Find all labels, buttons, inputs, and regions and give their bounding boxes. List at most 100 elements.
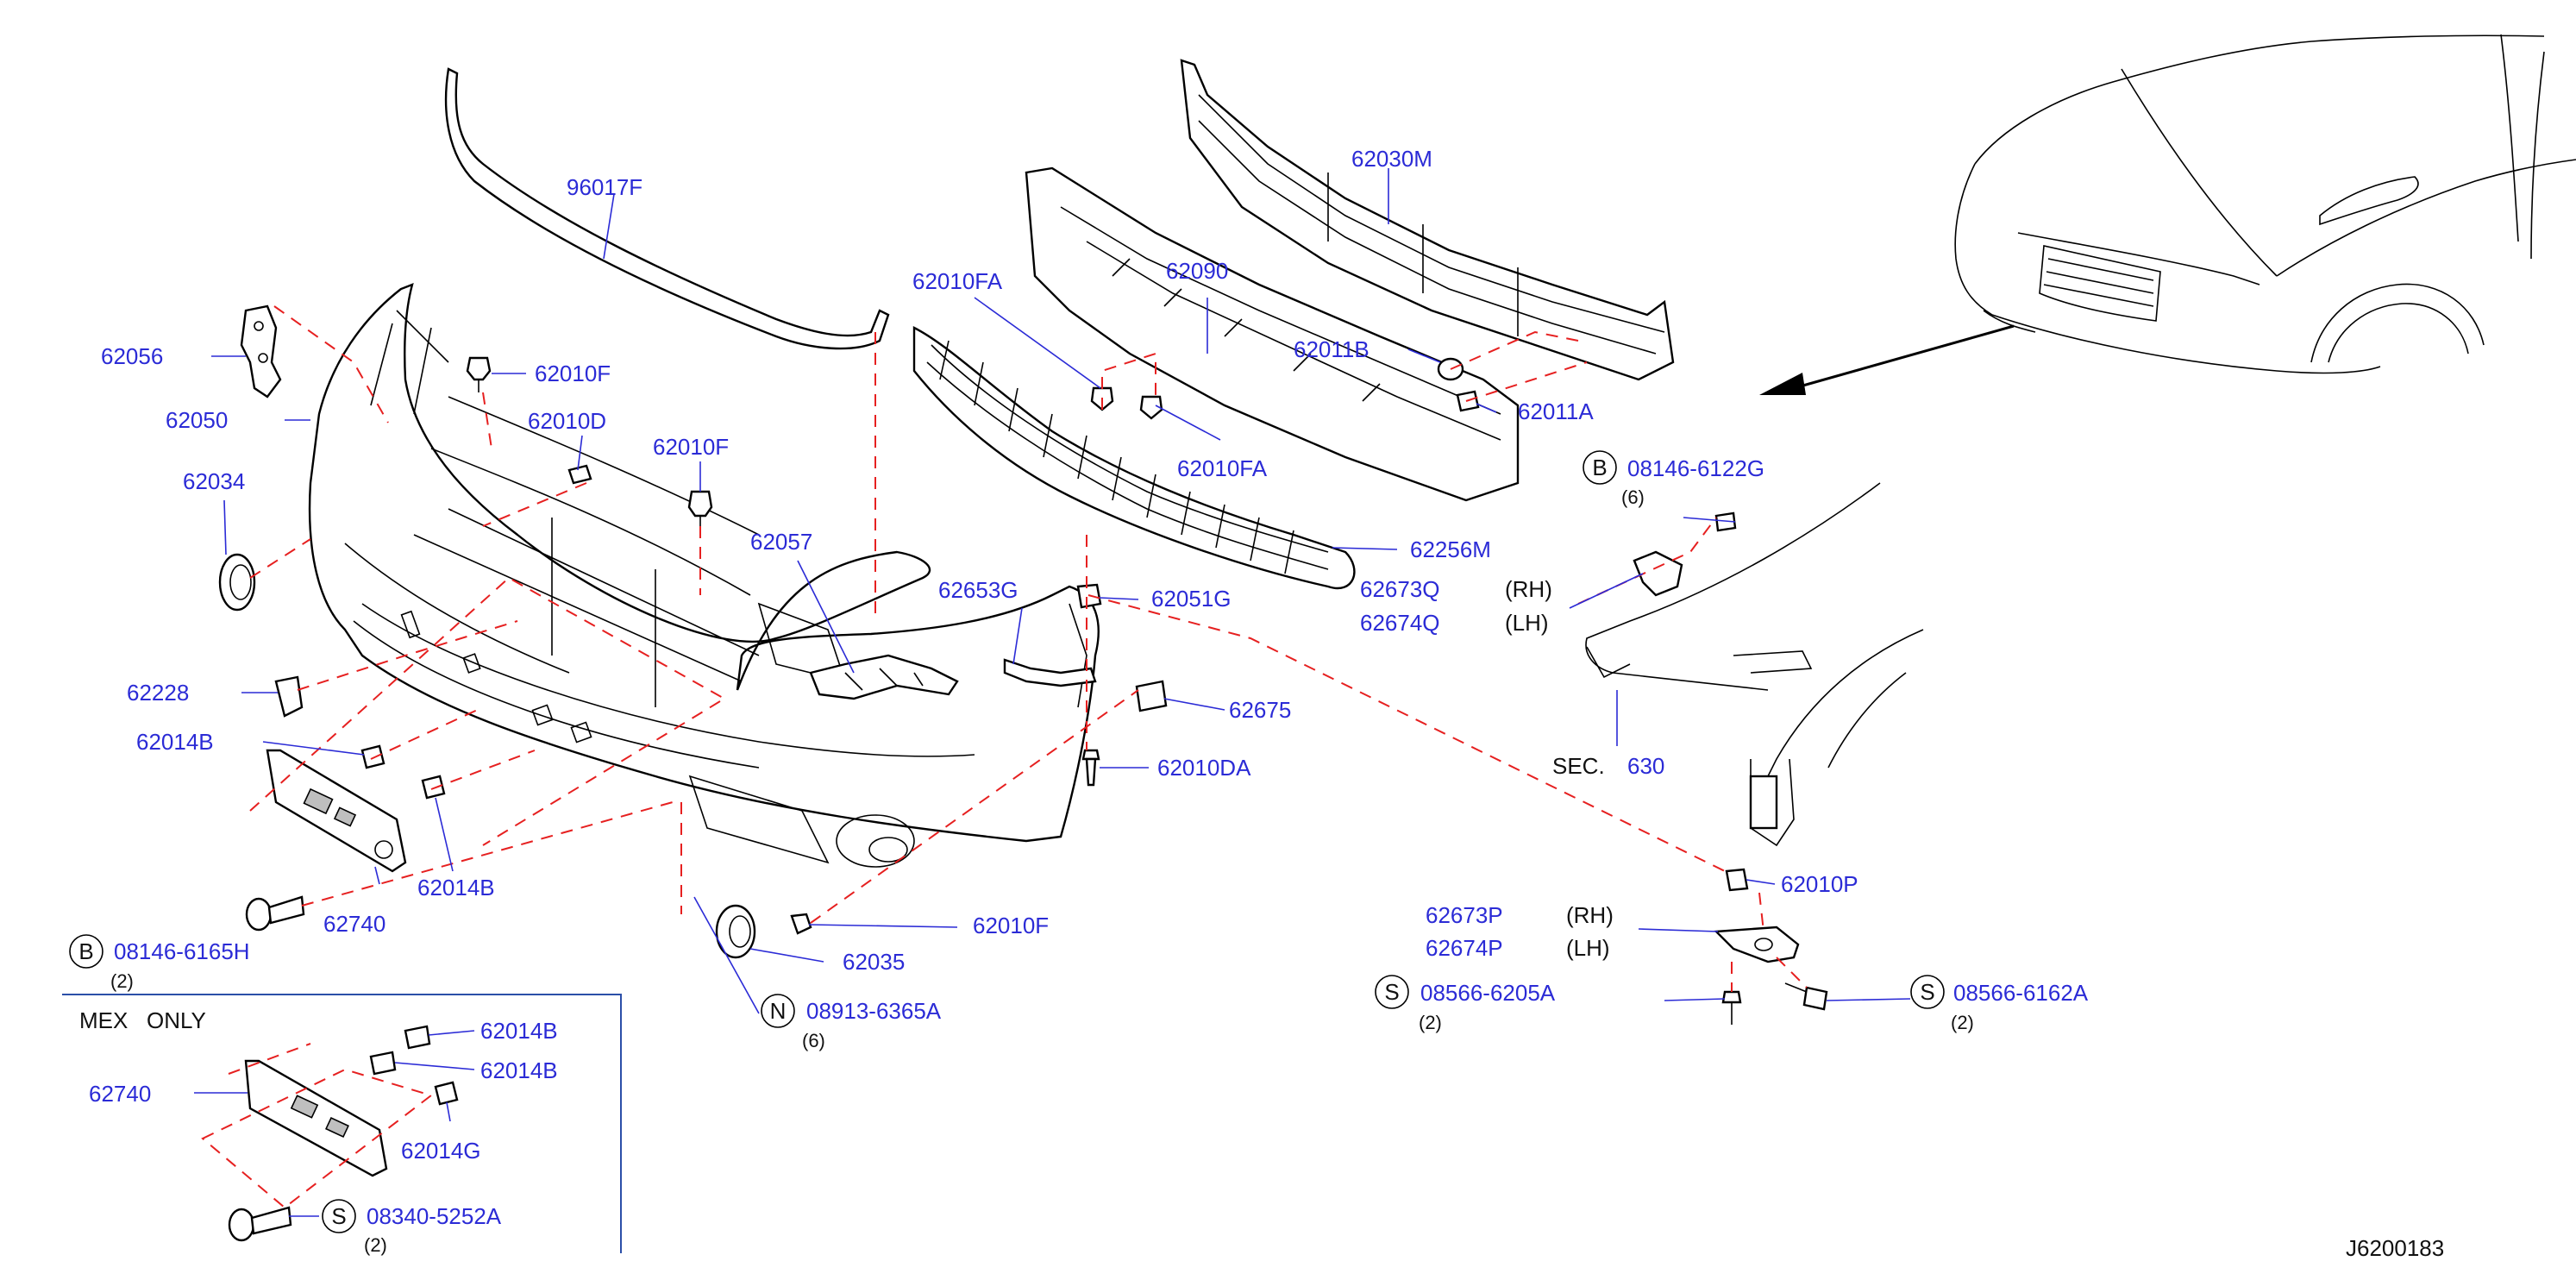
tow-hook-cover-62035 [715, 904, 756, 959]
section-number[interactable]: 630 [1627, 753, 1664, 779]
label-08146-6165H: 08146-6165H [114, 938, 250, 964]
side-seal-62653G [1003, 658, 1097, 687]
label-08340-5252A: 08340-5252A [367, 1203, 502, 1229]
clip-62014G [434, 1081, 459, 1106]
label-62010FA-a: 62010FA [912, 268, 1003, 294]
label-62051G: 62051G [1151, 586, 1232, 612]
clip-62014B-mex-a [404, 1025, 431, 1050]
clip-62010FA-b [1139, 395, 1163, 420]
label-62014B-mex-b: 62014B [480, 1057, 558, 1083]
mex-only-heading: MEX ONLY [79, 1007, 206, 1033]
label-62673Q: 62673Q [1360, 576, 1440, 602]
mex-only-frame [62, 994, 622, 1253]
screw-08566-6162A [1784, 982, 1828, 1011]
label-62010F-top: 62010F [535, 361, 611, 386]
label-62740-mex: 62740 [89, 1081, 151, 1107]
reference-arrow [1759, 324, 2015, 395]
label-62011B: 62011B [1294, 336, 1369, 362]
label-62673P: 62673P [1426, 902, 1503, 928]
qty-08146-6122G: (6) [1621, 486, 1645, 508]
side-62674Q: (LH) [1505, 610, 1549, 636]
upper-moulding [444, 67, 890, 350]
screw-symbol: S [1384, 979, 1399, 1005]
label-62740: 62740 [323, 911, 385, 937]
qty-08566-6162A: (2) [1951, 1012, 1974, 1033]
bracket-62673P [1714, 925, 1800, 963]
bolt-08146-6165H [245, 895, 305, 932]
side-62673P: (RH) [1566, 902, 1614, 928]
diagram-code: J6200183 [2346, 1235, 2444, 1261]
clip-62014B-upper [360, 744, 385, 769]
label-62674P: 62674P [1426, 935, 1503, 961]
label-62057: 62057 [750, 529, 812, 555]
bolt-symbol: B [1592, 455, 1607, 480]
side-bracket-62057 [809, 654, 959, 700]
leader-lines [194, 168, 1911, 1217]
side-62673Q: (RH) [1505, 576, 1552, 602]
vehicle-reference-drawing [1954, 34, 2576, 374]
label-62030M: 62030M [1351, 146, 1432, 172]
label-62014B-lower: 62014B [417, 875, 495, 900]
label-62675: 62675 [1229, 697, 1291, 723]
section-label: SEC. [1552, 753, 1605, 779]
label-62010P: 62010P [1781, 871, 1858, 897]
qty-08566-6205A: (2) [1419, 1012, 1442, 1033]
qty-08913-6365A: (6) [802, 1030, 825, 1051]
screw-symbol: S [331, 1203, 346, 1229]
energy-absorber [1025, 166, 1520, 502]
label-62010F-mid: 62010F [653, 434, 729, 460]
label-62035: 62035 [843, 949, 905, 975]
label-62010FA-b: 62010FA [1177, 455, 1268, 481]
alignment-lines [201, 305, 1808, 1209]
label-08913-6365A: 08913-6365A [806, 998, 942, 1024]
side-bracket-62056 [240, 304, 282, 398]
bracket-62673Q [1633, 550, 1683, 597]
clip-62010F-mid [687, 490, 713, 526]
label-62050: 62050 [166, 407, 228, 433]
label-62014G: 62014G [401, 1138, 481, 1164]
bolt-08340-5252A [228, 1206, 292, 1242]
label-62014B-mex-a: 62014B [480, 1018, 558, 1044]
bumper-reinforcement [1180, 59, 1675, 381]
screw-62010DA [1081, 749, 1100, 787]
clip-62228 [274, 675, 304, 718]
label-62674Q: 62674Q [1360, 610, 1440, 636]
nut-symbol: N [770, 998, 787, 1024]
symbol-circles: B N B S S S [69, 450, 1945, 1233]
screw-symbol: S [1920, 979, 1934, 1005]
fender-section-630 [1585, 482, 1924, 847]
label-62011A: 62011A [1518, 398, 1594, 424]
clip-62010F-bottom [790, 913, 812, 935]
part-labels: 96017F 62056 62050 62034 62010F 62010D 6… [79, 146, 2444, 1261]
label-62653G: 62653G [938, 577, 1018, 603]
bolt-symbol: B [78, 938, 93, 964]
qty-08340-5252A: (2) [364, 1234, 387, 1256]
label-62090: 62090 [1166, 258, 1228, 284]
bracket-62675 [1135, 680, 1168, 712]
front-bumper-fascia [308, 283, 1100, 868]
license-plate-bracket [266, 749, 407, 873]
tow-hook-cover-62034 [218, 553, 256, 612]
screw-08566-6205A [1721, 990, 1742, 1025]
clip-62010D [567, 464, 592, 485]
side-62674P: (LH) [1566, 935, 1610, 961]
front-grille [912, 326, 1356, 590]
label-62010D: 62010D [528, 408, 606, 434]
label-08566-6162A: 08566-6162A [1953, 980, 2089, 1006]
bolt-08146-6122G [1714, 511, 1737, 532]
clip-62014B-mex-b [369, 1051, 397, 1076]
qty-08146-6165H: (2) [110, 970, 134, 992]
label-62014B-upper: 62014B [136, 729, 214, 755]
label-62256M: 62256M [1410, 536, 1491, 562]
label-62010F-bottom: 62010F [973, 913, 1049, 938]
label-62010DA: 62010DA [1157, 755, 1251, 781]
label-96017F: 96017F [567, 174, 642, 200]
clip-62010F-top [466, 356, 492, 392]
label-08566-6205A: 08566-6205A [1420, 980, 1556, 1006]
label-08146-6122G: 08146-6122G [1627, 455, 1764, 481]
label-62228: 62228 [127, 680, 189, 706]
license-plate-bracket-mex [244, 1059, 388, 1177]
clip-62010P [1725, 868, 1749, 892]
clip-62014B-lower [421, 775, 446, 800]
